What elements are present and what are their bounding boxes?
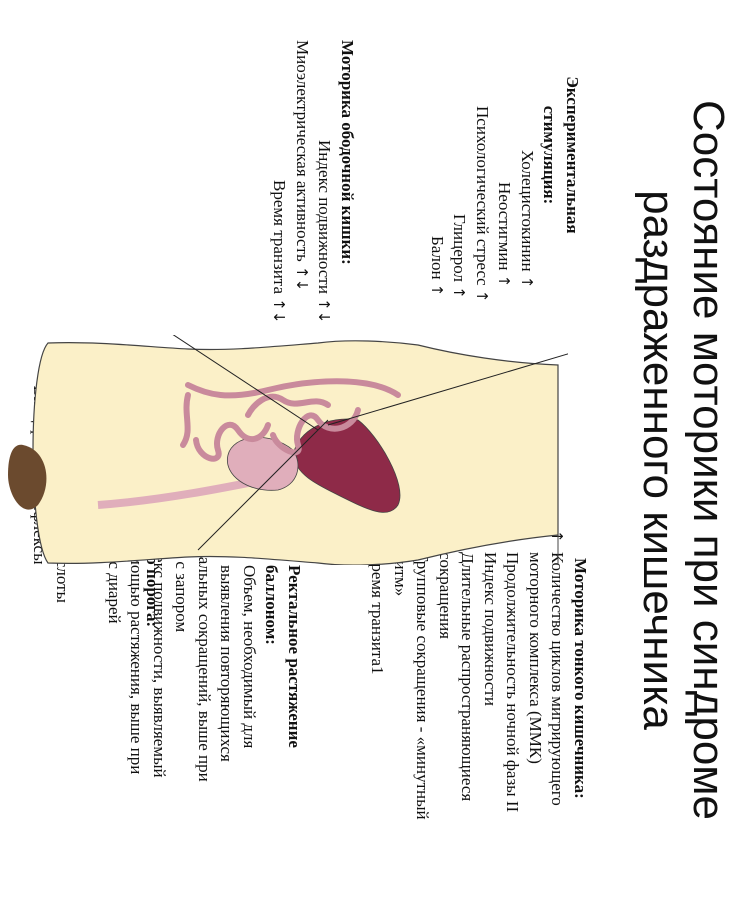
text-line: с помощью растяжения, выше при	[125, 525, 148, 905]
list-item: Время транзита ↑↓	[268, 40, 291, 330]
list-item: ↓ Время транзита1	[366, 530, 389, 895]
stimulation-heading: Экспериментальная стимуляция:	[538, 40, 583, 270]
human-torso-illustration	[8, 335, 568, 565]
rectal-distension-block: Ректальное растяжение баллоном: Объем, н…	[103, 525, 306, 905]
list-item: ↑ Продолжительность ночной фазы II	[501, 530, 524, 895]
rectal-heading-line: Ректальное растяжение	[283, 525, 306, 905]
arrow-up-icon: ↑	[493, 275, 516, 297]
list-item: Глицерол ↑	[448, 40, 471, 312]
arrow-up-icon: ↑	[426, 284, 449, 306]
arrow-updown-icon: ↑↓	[313, 298, 336, 320]
text-line: Индекс подвижности, выявляемый	[148, 525, 171, 905]
arrow-up-icon: ↑	[516, 276, 539, 298]
arrow-updown-icon: ↑↓	[291, 266, 314, 288]
list-item: Психологический стресс ↑	[471, 40, 494, 312]
small-intestine-heading: Моторика тонкого кишечника:	[569, 530, 592, 895]
arrow-up-icon: ↑	[448, 286, 471, 308]
small-intestine-block: Моторика тонкого кишечника: ↑ Количество…	[366, 530, 591, 895]
list-item: Неостигмин ↑	[493, 40, 516, 312]
rectal-heading-line: баллоном:	[260, 525, 283, 905]
text-line: СРК с диарей	[103, 525, 126, 905]
text-line: Объем, необходимый для	[238, 525, 261, 905]
diagram-title: Состояние моторики при синдроме раздраже…	[633, 20, 733, 900]
list-item: Миоэлектрическая активность ↑↓	[291, 40, 314, 330]
arrow-up-icon: ↑	[471, 290, 494, 312]
arrow-updown-icon: ↑↓	[268, 298, 291, 320]
text-line: выявления повторяющихся	[215, 525, 238, 905]
list-item: Индекс подвижности ↑↓	[313, 40, 336, 330]
text-line: ректальных сокращений, выше при	[193, 525, 216, 905]
colon-heading: Моторика ободочной кишки:	[336, 40, 359, 330]
colon-motility-block: Моторика ободочной кишки: Индекс подвижн…	[268, 40, 358, 330]
list-item: Балон ↑	[426, 40, 449, 312]
list-item: ↑ Индекс подвижности	[479, 530, 502, 895]
list-item: Холецистокинин ↑	[516, 40, 539, 312]
list-item: ↑ Длительные распространяющиесясокращени…	[434, 530, 479, 895]
stimulation-block: Экспериментальная стимуляция: Холецисток…	[426, 40, 584, 312]
text-line: СРК с запором	[170, 525, 193, 905]
